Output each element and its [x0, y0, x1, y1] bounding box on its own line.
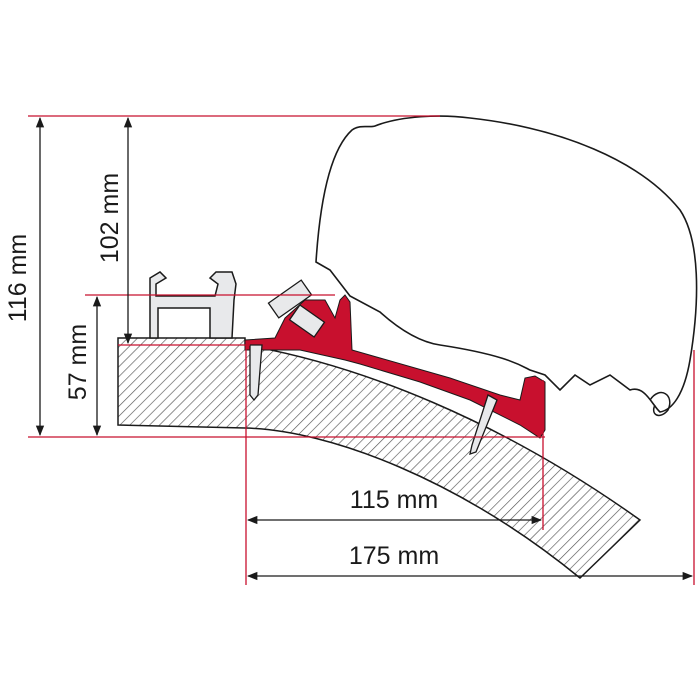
screw-left [249, 344, 263, 402]
label-102mm: 102 mm [96, 173, 124, 263]
awning-cassette [315, 115, 698, 413]
old-rail [149, 271, 237, 339]
label-175mm: 175 mm [349, 542, 439, 570]
label-115mm: 115 mm [350, 486, 438, 514]
label-116mm: 116 mm [4, 234, 32, 322]
reference-lines [28, 115, 695, 585]
label-57mm: 57 mm [64, 324, 92, 400]
bolt [267, 279, 313, 319]
adapter-profile [244, 294, 546, 439]
cassette-hook [649, 391, 671, 417]
nut [288, 304, 326, 338]
